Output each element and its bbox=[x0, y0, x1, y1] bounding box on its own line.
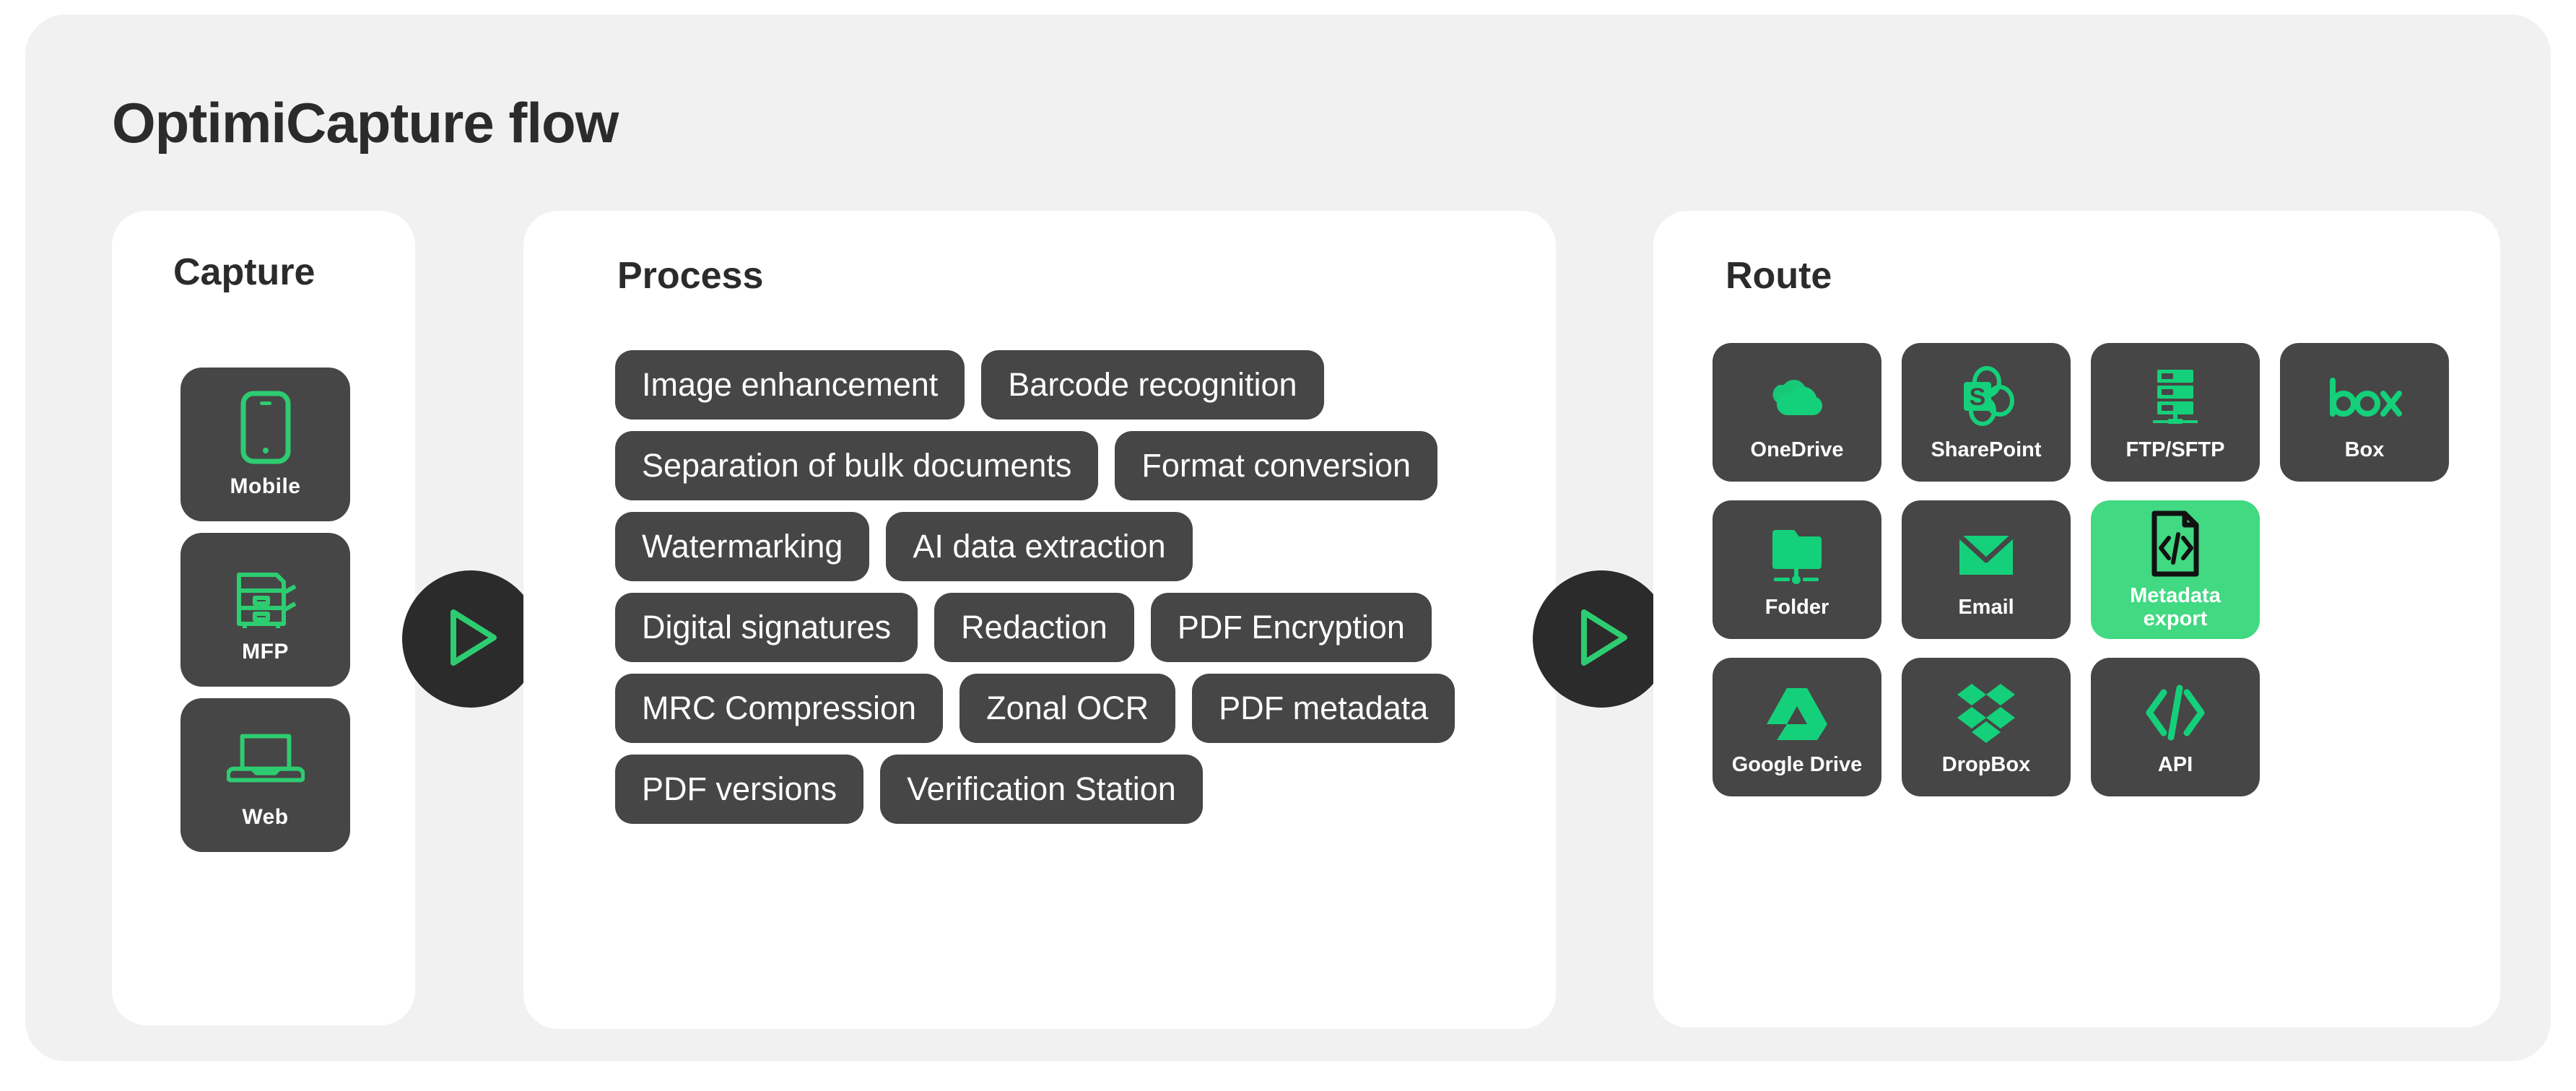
svg-text:S: S bbox=[1970, 383, 1986, 411]
route-tile-box[interactable]: Box bbox=[2280, 343, 2449, 482]
box-wordmark-icon bbox=[2324, 365, 2405, 431]
route-tile-label: API bbox=[2157, 752, 2193, 776]
connector-process-to-route[interactable] bbox=[1533, 570, 1670, 708]
capture-tile-label: MFP bbox=[242, 639, 289, 664]
google-drive-icon bbox=[1765, 679, 1829, 746]
process-chip[interactable]: PDF metadata bbox=[1192, 674, 1455, 743]
process-chip[interactable]: Image enhancement bbox=[615, 350, 965, 420]
route-tile-onedrive[interactable]: OneDrive bbox=[1713, 343, 1881, 482]
document-code-icon bbox=[2149, 510, 2202, 577]
server-stack-icon bbox=[2147, 365, 2203, 431]
stage-capture: Capture Mobile bbox=[112, 211, 415, 1025]
route-tile-folder[interactable]: Folder bbox=[1713, 500, 1881, 639]
route-tile-dropbox[interactable]: DropBox bbox=[1902, 658, 2071, 796]
process-chip[interactable]: Watermarking bbox=[615, 512, 870, 581]
route-tile-email[interactable]: Email bbox=[1902, 500, 2071, 639]
route-tile-label: Email bbox=[1958, 595, 2014, 619]
sharepoint-icon: S bbox=[1955, 365, 2017, 431]
stage-route: Route OneDrive bbox=[1653, 211, 2500, 1027]
process-chip-row: Watermarking AI data extraction bbox=[615, 512, 1532, 581]
capture-tile-label: Mobile bbox=[230, 474, 301, 498]
route-tile-api[interactable]: API bbox=[2091, 658, 2260, 796]
process-chip[interactable]: PDF Encryption bbox=[1150, 593, 1432, 662]
process-chip-row: Image enhancement Barcode recognition bbox=[615, 350, 1532, 420]
process-chip-row: PDF versions Verification Station bbox=[615, 755, 1532, 824]
dropbox-icon bbox=[1956, 679, 2016, 746]
route-tile-grid: OneDrive S SharePoint bbox=[1713, 343, 2449, 796]
connector-capture-to-process[interactable] bbox=[402, 570, 539, 708]
flow-panel: OptimiCapture flow Capture Mobile bbox=[25, 14, 2551, 1061]
play-triangle-icon bbox=[440, 605, 501, 674]
route-tile-label: DropBox bbox=[1941, 752, 2031, 776]
route-tile-label: OneDrive bbox=[1750, 438, 1844, 461]
play-triangle-icon bbox=[1571, 605, 1632, 674]
process-chip[interactable]: AI data extraction bbox=[886, 512, 1193, 581]
stage-process-title: Process bbox=[617, 255, 764, 297]
mobile-phone-icon bbox=[227, 385, 305, 470]
process-chip[interactable]: Format conversion bbox=[1115, 431, 1438, 500]
laptop-web-icon bbox=[226, 716, 305, 801]
capture-tile-web[interactable]: Web bbox=[180, 698, 350, 852]
route-tile-ftp-sftp[interactable]: FTP/SFTP bbox=[2091, 343, 2260, 482]
process-chip[interactable]: PDF versions bbox=[615, 755, 864, 824]
envelope-icon bbox=[1955, 522, 2017, 588]
process-chip[interactable]: Separation of bulk documents bbox=[615, 431, 1099, 500]
process-chip-grid: Image enhancement Barcode recognition Se… bbox=[615, 350, 1532, 835]
printer-mfp-icon bbox=[227, 550, 305, 635]
route-tile-label: Google Drive bbox=[1731, 752, 1863, 776]
network-folder-icon bbox=[1768, 522, 1826, 588]
process-chip[interactable]: Barcode recognition bbox=[981, 350, 1324, 420]
process-chip-row: Separation of bulk documents Format conv… bbox=[615, 431, 1532, 500]
route-tile-metadata-export[interactable]: Metadata export bbox=[2091, 500, 2260, 639]
process-chip[interactable]: Redaction bbox=[934, 593, 1134, 662]
process-chip[interactable]: Zonal OCR bbox=[960, 674, 1176, 743]
process-chip-row: Digital signatures Redaction PDF Encrypt… bbox=[615, 593, 1532, 662]
process-chip[interactable]: MRC Compression bbox=[615, 674, 944, 743]
route-tile-label: Folder bbox=[1765, 595, 1829, 619]
code-brackets-icon bbox=[2144, 679, 2207, 746]
stage-route-title: Route bbox=[1726, 255, 1832, 297]
capture-tile-list: Mobile bbox=[180, 368, 350, 852]
process-chip-row: MRC Compression Zonal OCR PDF metadata bbox=[615, 674, 1532, 743]
route-tile-label: Box bbox=[2344, 438, 2385, 461]
route-tile-label: Metadata export bbox=[2130, 583, 2221, 630]
process-chip[interactable]: Digital signatures bbox=[615, 593, 918, 662]
onedrive-cloud-icon bbox=[1762, 365, 1832, 431]
process-chip[interactable]: Verification Station bbox=[880, 755, 1203, 824]
page-title: OptimiCapture flow bbox=[112, 91, 619, 155]
capture-tile-mobile[interactable]: Mobile bbox=[180, 368, 350, 521]
route-tile-label: FTP/SFTP bbox=[2125, 438, 2225, 461]
stage-process: Process Image enhancement Barcode recogn… bbox=[523, 211, 1556, 1029]
capture-tile-mfp[interactable]: MFP bbox=[180, 533, 350, 687]
capture-tile-label: Web bbox=[242, 804, 289, 829]
route-tile-label: SharePoint bbox=[1931, 438, 2042, 461]
route-tile-google-drive[interactable]: Google Drive bbox=[1713, 658, 1881, 796]
stage-capture-title: Capture bbox=[173, 251, 316, 293]
route-grid-empty-cell bbox=[2280, 500, 2449, 639]
route-tile-sharepoint[interactable]: S SharePoint bbox=[1902, 343, 2071, 482]
